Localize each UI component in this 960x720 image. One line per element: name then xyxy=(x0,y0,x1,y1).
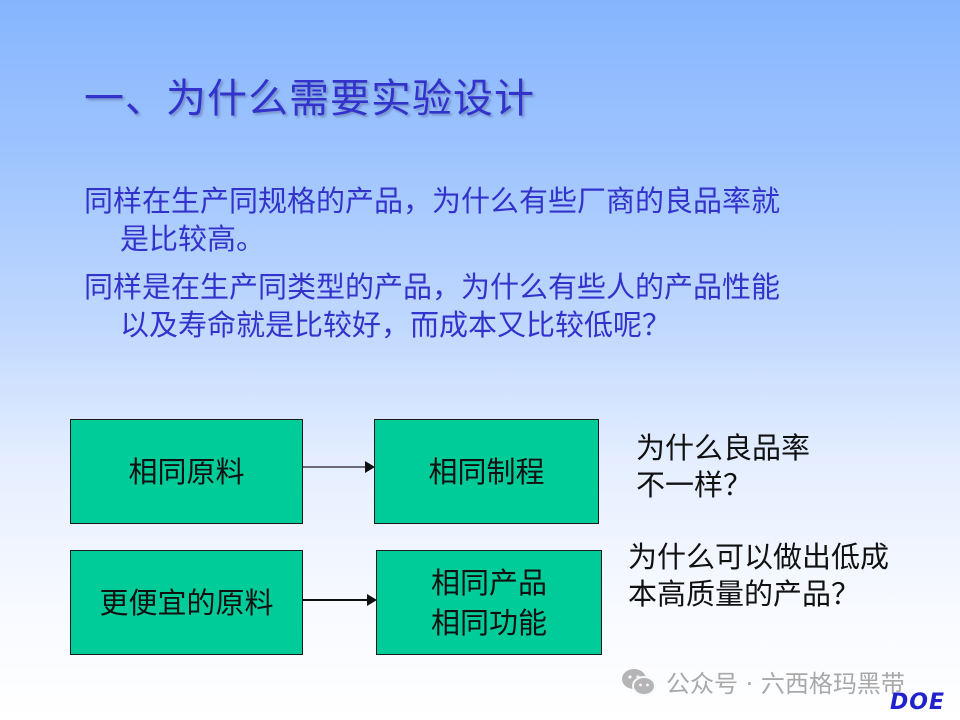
wechat-icon xyxy=(620,667,658,697)
paragraph-performance: 同样是在生产同类型的产品，为什么有些人的产品性能 以及寿命就是比较好，而成本又比… xyxy=(84,268,884,344)
paragraph-line: 同样是在生产同类型的产品，为什么有些人的产品性能 xyxy=(84,270,781,304)
paragraph-line: 以及寿命就是比较好，而成本又比较低呢？ xyxy=(120,308,672,342)
box-cheaper-material: 更便宜的原料 xyxy=(70,550,303,655)
arrow-right-icon xyxy=(303,594,377,606)
arrow-right-icon xyxy=(303,461,375,473)
question-line: 本高质量的产品？ xyxy=(628,577,861,611)
question-line: 不一样？ xyxy=(636,468,753,502)
box-label: 相同制程 xyxy=(428,454,545,489)
question-low-cost: 为什么可以做出低成 本高质量的产品？ xyxy=(628,539,889,613)
watermark: 公众号 · 六西格玛黑带 xyxy=(620,664,905,699)
question-yield: 为什么良品率 不一样？ xyxy=(636,430,810,504)
doe-tag: DOE xyxy=(890,690,945,715)
paragraph-line: 同样在生产同规格的产品，为什么有些厂商的良品率就 xyxy=(84,184,781,218)
question-line: 为什么可以做出低成 xyxy=(628,540,890,574)
paragraph-yield: 同样在生产同规格的产品，为什么有些厂商的良品率就 是比较高。 xyxy=(84,182,884,258)
paragraph-line: 是比较高。 xyxy=(120,222,266,256)
box-label: 相同原料 xyxy=(128,454,245,489)
box-same-material: 相同原料 xyxy=(70,419,303,524)
box-same-process: 相同制程 xyxy=(374,419,599,524)
box-same-product-function: 相同产品 相同功能 xyxy=(376,550,602,655)
watermark-text: 公众号 · 六西格玛黑带 xyxy=(666,670,905,698)
question-line: 为什么良品率 xyxy=(636,431,811,465)
box-label: 相同功能 xyxy=(430,605,547,640)
slide-title: 一、为什么需要实验设计 xyxy=(84,76,535,122)
box-label: 更便宜的原料 xyxy=(99,585,274,620)
box-label: 相同产品 xyxy=(430,565,547,600)
